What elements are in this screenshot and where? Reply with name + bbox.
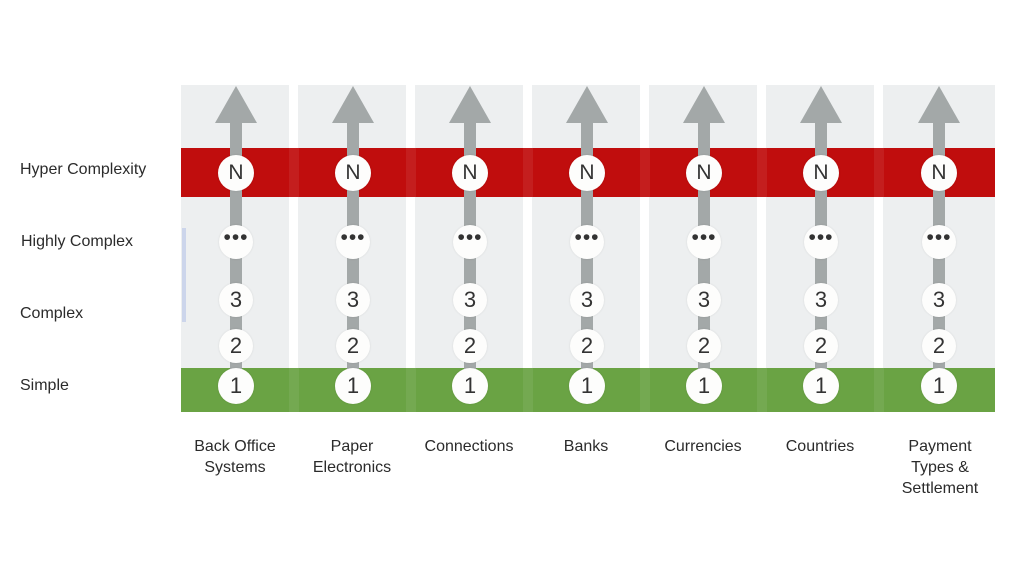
node-3-back-office-systems[interactable]: 3	[219, 283, 253, 317]
node-dots-countries[interactable]: •••	[804, 225, 838, 259]
category-label-line-1: Currencies	[664, 438, 742, 455]
category-label-line-1: Countries	[785, 438, 855, 455]
node-dots-paper-electronics[interactable]: •••	[336, 225, 370, 259]
category-label-line-1: Connections	[424, 438, 514, 455]
blue-edge-artifact	[182, 228, 186, 322]
node-2-back-office-systems[interactable]: 2	[219, 329, 253, 363]
up-arrow-head-icon	[918, 86, 960, 123]
category-label-line-1: Paper	[330, 438, 374, 455]
category-label-countries: Countries	[760, 436, 880, 457]
node-2-paper-electronics[interactable]: 2	[336, 329, 370, 363]
category-label-payment-types-settlement: Payment Types & Settlement	[878, 436, 1002, 499]
node-3-currencies[interactable]: 3	[687, 283, 721, 317]
category-label-line-2: Types &	[911, 459, 969, 476]
node-n-payment-types-settlement[interactable]: N	[921, 155, 957, 191]
node-dots-connections[interactable]: •••	[453, 225, 487, 259]
node-2-banks[interactable]: 2	[570, 329, 604, 363]
axis-label-simple: Simple	[20, 377, 69, 394]
node-1-banks[interactable]: 1	[569, 368, 605, 404]
category-label-back-office-systems: Back Office Systems	[175, 436, 295, 478]
node-dots-banks[interactable]: •••	[570, 225, 604, 259]
node-2-currencies[interactable]: 2	[687, 329, 721, 363]
node-dots-back-office-systems[interactable]: •••	[219, 225, 253, 259]
category-label-banks: Banks	[526, 436, 646, 457]
axis-label-complex: Complex	[20, 305, 84, 322]
node-3-banks[interactable]: 3	[570, 283, 604, 317]
category-label-paper-electronics: Paper Electronics	[292, 436, 412, 478]
axis-label-highly-complex: Highly Complex	[21, 233, 134, 250]
columns-plot-area: N ••• 3 2 1 N ••• 3 2 1 N ••• 3 2 1	[181, 85, 995, 412]
category-label-line-1: Back Office	[194, 438, 276, 455]
node-1-back-office-systems[interactable]: 1	[218, 368, 254, 404]
node-n-paper-electronics[interactable]: N	[335, 155, 371, 191]
up-arrow-head-icon	[800, 86, 842, 123]
category-label-line-1: Payment	[908, 438, 972, 455]
node-1-connections[interactable]: 1	[452, 368, 488, 404]
category-label-currencies: Currencies	[643, 436, 763, 457]
node-n-currencies[interactable]: N	[686, 155, 722, 191]
up-arrow-head-icon	[566, 86, 608, 123]
up-arrow-head-icon	[449, 86, 491, 123]
node-2-countries[interactable]: 2	[804, 329, 838, 363]
axis-label-hyper-complexity: Hyper Complexity	[20, 161, 147, 178]
node-1-paper-electronics[interactable]: 1	[335, 368, 371, 404]
node-n-banks[interactable]: N	[569, 155, 605, 191]
node-dots-payment-types-settlement[interactable]: •••	[922, 225, 956, 259]
up-arrow-head-icon	[215, 86, 257, 123]
node-n-countries[interactable]: N	[803, 155, 839, 191]
category-label-line-1: Banks	[563, 438, 609, 455]
category-label-line-3: Settlement	[901, 480, 979, 497]
node-n-connections[interactable]: N	[452, 155, 488, 191]
node-3-countries[interactable]: 3	[804, 283, 838, 317]
node-n-back-office-systems[interactable]: N	[218, 155, 254, 191]
node-dots-currencies[interactable]: •••	[687, 225, 721, 259]
node-2-connections[interactable]: 2	[453, 329, 487, 363]
node-3-paper-electronics[interactable]: 3	[336, 283, 370, 317]
up-arrow-head-icon	[683, 86, 725, 123]
node-3-payment-types-settlement[interactable]: 3	[922, 283, 956, 317]
category-label-line-2: Systems	[204, 459, 266, 476]
up-arrow-head-icon	[332, 86, 374, 123]
node-1-currencies[interactable]: 1	[686, 368, 722, 404]
node-3-connections[interactable]: 3	[453, 283, 487, 317]
category-label-line-2: Electronics	[312, 459, 392, 476]
category-label-connections: Connections	[409, 436, 529, 457]
node-2-payment-types-settlement[interactable]: 2	[922, 329, 956, 363]
node-1-payment-types-settlement[interactable]: 1	[921, 368, 957, 404]
node-1-countries[interactable]: 1	[803, 368, 839, 404]
